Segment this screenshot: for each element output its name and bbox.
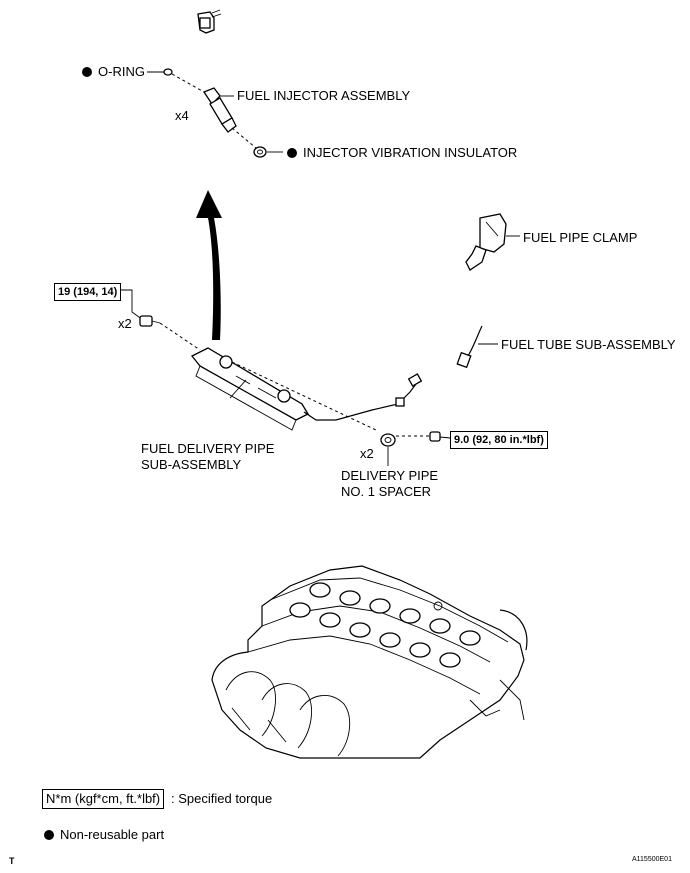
corner-mark: T [9, 856, 15, 866]
fuel-pipe-clamp-icon [465, 213, 520, 271]
spacer-bolt-torque: 9.0 (92, 80 in.*lbf) [450, 431, 548, 449]
insulator-icon [253, 146, 283, 158]
delivery-spacer-label-line2: NO. 1 SPACER [341, 484, 432, 499]
delivery-spacer-label-line1: DELIVERY PIPE [341, 468, 439, 483]
legend-non-reusable: Non-reusable part [44, 827, 164, 843]
delivery-pipe-spacer-icon [380, 433, 396, 466]
fuel-tube-label: FUEL TUBE SUB-ASSEMBLY [501, 337, 676, 352]
delivery-pipe-bolt-icon [139, 315, 161, 327]
injector-qty-label: x4 [175, 108, 189, 123]
legend-torque-unit-box: N*m (kgf*cm, ft.*lbf) [42, 789, 165, 809]
spacer-bolt-icon [429, 431, 451, 442]
injector-connector-icon [197, 9, 222, 34]
delivery-pipe-bolt-torque: 19 (194, 14) [54, 283, 122, 301]
fuel-tube-icon [456, 325, 498, 369]
injector-insulator-label: INJECTOR VIBRATION INSULATOR [287, 145, 517, 161]
fuel-delivery-pipe-icon [190, 347, 309, 431]
fuel-injector-icon [171, 73, 257, 149]
bolt-qty-label: x2 [118, 316, 132, 331]
fuel-pipe-clamp-label: FUEL PIPE CLAMP [523, 230, 638, 245]
fuel-delivery-pipe-label-line1: FUEL DELIVERY PIPE [141, 441, 275, 456]
non-reusable-dot-icon [287, 148, 297, 158]
legend-torque-desc: : Specified torque [171, 791, 273, 806]
engine-cylinder-head-illustration [211, 565, 528, 759]
figure-id: A115500E01 [632, 856, 672, 863]
o-ring-icon [147, 68, 173, 76]
non-reusable-dot-icon [82, 67, 92, 77]
non-reusable-dot-icon [44, 830, 54, 840]
fuel-delivery-pipe-label-line2: SUB-ASSEMBLY [141, 457, 242, 472]
o-ring-label: O-RING [82, 64, 145, 80]
install-direction-arrow [196, 190, 222, 340]
fuel-injector-label: FUEL INJECTOR ASSEMBLY [237, 88, 411, 103]
spacer-qty-label: x2 [360, 446, 374, 461]
